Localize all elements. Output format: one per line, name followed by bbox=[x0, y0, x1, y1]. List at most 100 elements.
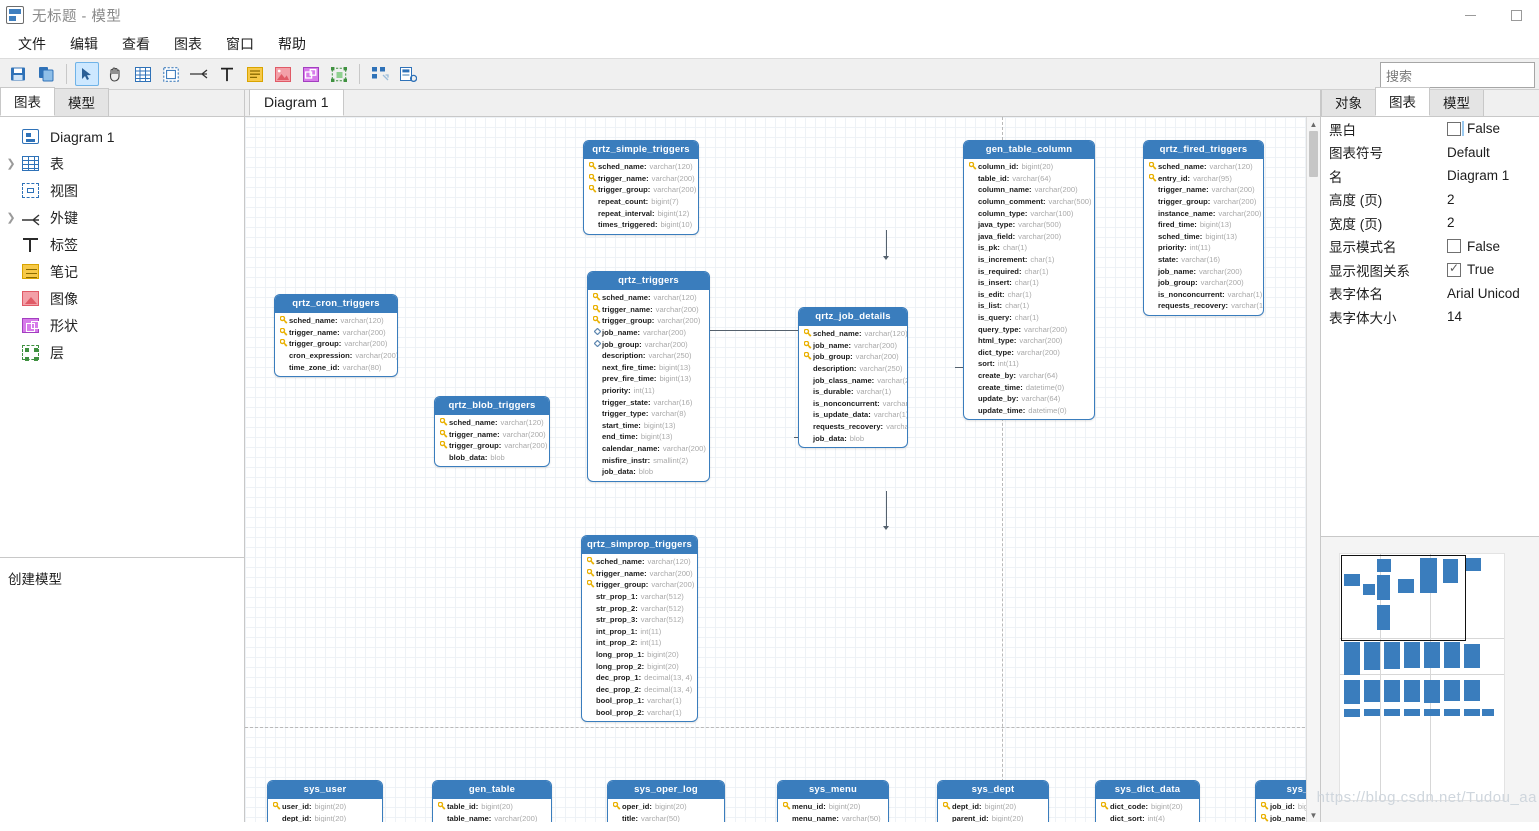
menu-item-window[interactable]: 窗口 bbox=[226, 36, 254, 52]
menu-item-file[interactable]: 文件 bbox=[18, 36, 46, 52]
tree-item-views[interactable]: 视图 bbox=[0, 177, 244, 204]
entity-column[interactable]: trigger_name:varchar(200) bbox=[588, 304, 709, 316]
entity-column[interactable]: sched_name:varchar(120) bbox=[582, 556, 697, 568]
entity-column[interactable]: requests_recovery:varchar(1) bbox=[1144, 300, 1263, 312]
tab-object[interactable]: 对象 bbox=[1321, 88, 1376, 116]
entity-column[interactable]: html_type:varchar(200) bbox=[964, 335, 1094, 347]
entity-column[interactable]: is_pk:char(1) bbox=[964, 242, 1094, 254]
entity-column[interactable]: java_field:varchar(200) bbox=[964, 231, 1094, 243]
scroll-up-icon[interactable]: ▲ bbox=[1309, 119, 1318, 129]
entity-column[interactable]: trigger_group:varchar(200) bbox=[435, 440, 549, 452]
entity-column[interactable]: table_id:varchar(64) bbox=[964, 173, 1094, 185]
layer-icon[interactable] bbox=[327, 62, 351, 86]
tab-model[interactable]: 模型 bbox=[1429, 88, 1484, 116]
entity-column[interactable]: user_id:bigint(20) bbox=[268, 801, 382, 813]
entity-column[interactable]: title:varchar(50) bbox=[608, 813, 724, 822]
entity-column[interactable]: repeat_interval:bigint(12) bbox=[584, 207, 698, 219]
entity-column[interactable]: table_name:varchar(200) bbox=[433, 813, 551, 822]
entity-column[interactable]: misfire_instr:smallint(2) bbox=[588, 454, 709, 466]
entity-column[interactable]: sched_name:varchar(120) bbox=[275, 315, 397, 327]
new-table-icon[interactable] bbox=[131, 62, 155, 86]
entity-column[interactable]: is_nonconcurrent:varchar(1) bbox=[799, 398, 907, 410]
entity-column[interactable]: create_by:varchar(64) bbox=[964, 370, 1094, 382]
entity-column[interactable]: is_query:char(1) bbox=[964, 312, 1094, 324]
canvas-vertical-scrollbar[interactable]: ▲ ▼ bbox=[1306, 117, 1320, 822]
entity-column[interactable]: job_group:varchar(200) bbox=[588, 338, 709, 350]
entity-column[interactable]: job_data:blob bbox=[799, 432, 907, 444]
entity-column[interactable]: time_zone_id:varchar(80) bbox=[275, 361, 397, 373]
property-value[interactable]: Diagram 1 bbox=[1447, 168, 1510, 184]
shape-icon[interactable] bbox=[299, 62, 323, 86]
entity-column[interactable]: repeat_count:bigint(7) bbox=[584, 196, 698, 208]
create-model-label[interactable]: 创建模型 bbox=[8, 572, 62, 587]
entity-column[interactable]: requests_recovery:varchar(1) bbox=[799, 421, 907, 433]
entity-column[interactable]: str_prop_1:varchar(512) bbox=[582, 591, 697, 603]
maximize-button[interactable] bbox=[1493, 0, 1539, 30]
tree-item-labels[interactable]: 标签 bbox=[0, 231, 244, 258]
entity-column[interactable]: job_group:varchar(200) bbox=[1144, 277, 1263, 289]
tree-item-tables[interactable]: ❯ 表 bbox=[0, 150, 244, 177]
entity-column[interactable]: oper_id:bigint(20) bbox=[608, 801, 724, 813]
entity-column[interactable]: sched_name:varchar(120) bbox=[584, 161, 698, 173]
chevron-right-icon[interactable]: ❯ bbox=[6, 158, 16, 170]
entity-column[interactable]: dec_prop_2:decimal(13, 4) bbox=[582, 684, 697, 696]
pointer-icon[interactable] bbox=[75, 62, 99, 86]
entity-column[interactable]: is_durable:varchar(1) bbox=[799, 386, 907, 398]
entity-column[interactable]: priority:int(11) bbox=[1144, 242, 1263, 254]
entity-column[interactable]: str_prop_3:varchar(512) bbox=[582, 614, 697, 626]
entity-column[interactable]: query_type:varchar(200) bbox=[964, 323, 1094, 335]
property-value[interactable]: False bbox=[1447, 121, 1539, 137]
entity-column[interactable]: trigger_group:varchar(200) bbox=[275, 338, 397, 350]
entity-column[interactable]: table_id:bigint(20) bbox=[433, 801, 551, 813]
entity-column[interactable]: sched_name:varchar(120) bbox=[435, 417, 549, 429]
entity-column[interactable]: trigger_group:varchar(200) bbox=[584, 184, 698, 196]
minimap-viewport[interactable] bbox=[1341, 555, 1466, 641]
entity-column[interactable]: column_type:varchar(100) bbox=[964, 207, 1094, 219]
new-relation-icon[interactable] bbox=[187, 62, 211, 86]
entity-column[interactable]: trigger_group:varchar(200) bbox=[582, 579, 697, 591]
entity-column[interactable]: priority:int(11) bbox=[588, 385, 709, 397]
entity-column[interactable]: end_time:bigint(13) bbox=[588, 431, 709, 443]
entity-column[interactable]: java_type:varchar(500) bbox=[964, 219, 1094, 231]
entity-column[interactable]: trigger_group:varchar(200) bbox=[1144, 196, 1263, 208]
entity-column[interactable]: dict_code:bigint(20) bbox=[1096, 801, 1199, 813]
entity-column[interactable]: next_fire_time:bigint(13) bbox=[588, 362, 709, 374]
save-icon[interactable] bbox=[6, 62, 30, 86]
auto-layout-icon[interactable] bbox=[368, 62, 392, 86]
entity-column[interactable]: int_prop_2:int(11) bbox=[582, 637, 697, 649]
property-value[interactable]: 14 bbox=[1447, 309, 1463, 325]
entity-column[interactable]: is_list:char(1) bbox=[964, 300, 1094, 312]
copy-icon[interactable] bbox=[34, 62, 58, 86]
entity-column[interactable]: state:varchar(16) bbox=[1144, 254, 1263, 266]
chevron-right-icon[interactable]: ❯ bbox=[6, 212, 16, 224]
minimize-button[interactable] bbox=[1447, 0, 1493, 30]
entity-column[interactable]: start_time:bigint(13) bbox=[588, 420, 709, 432]
entity-column[interactable]: is_increment:char(1) bbox=[964, 254, 1094, 266]
entity-column[interactable]: column_name:varchar(200) bbox=[964, 184, 1094, 196]
entity-column[interactable]: trigger_name:varchar(200) bbox=[1144, 184, 1263, 196]
entity-column[interactable]: is_edit:char(1) bbox=[964, 289, 1094, 301]
entity-column[interactable]: bool_prop_2:varchar(1) bbox=[582, 707, 697, 719]
property-value[interactable]: 2 bbox=[1447, 191, 1455, 207]
entity-column[interactable]: update_time:datetime(0) bbox=[964, 404, 1094, 416]
scrollbar-thumb[interactable] bbox=[1309, 131, 1318, 177]
tree-item-layers[interactable]: 层 bbox=[0, 339, 244, 366]
image-icon[interactable] bbox=[271, 62, 295, 86]
entity-column[interactable]: trigger_type:varchar(8) bbox=[588, 408, 709, 420]
entity-column[interactable]: long_prop_2:bigint(20) bbox=[582, 660, 697, 672]
entity-column[interactable]: dept_id:bigint(20) bbox=[268, 813, 382, 822]
entity-column[interactable]: trigger_group:varchar(200) bbox=[588, 315, 709, 327]
entity-column[interactable]: dict_sort:int(4) bbox=[1096, 813, 1199, 822]
entity-column[interactable]: job_name:varchar(200) bbox=[1144, 265, 1263, 277]
entity-column[interactable]: job_data:blob bbox=[588, 466, 709, 478]
menu-item-view[interactable]: 查看 bbox=[122, 36, 150, 52]
entity-column[interactable]: dict_type:varchar(200) bbox=[964, 347, 1094, 359]
